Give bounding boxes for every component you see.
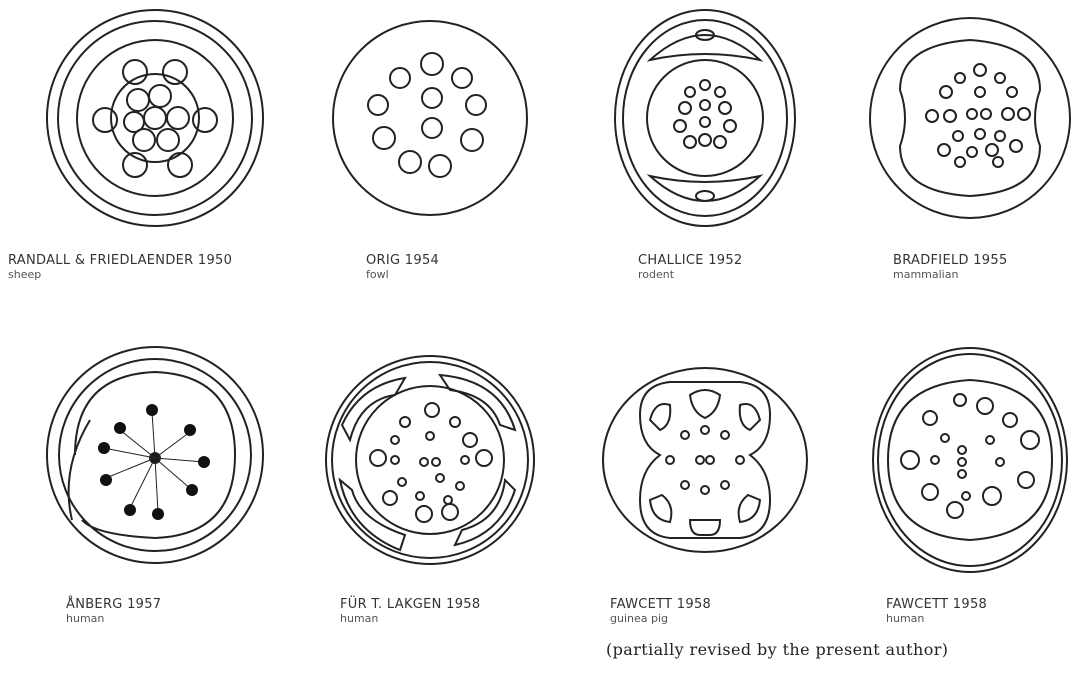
caption-species: human bbox=[886, 613, 987, 626]
caption-species: guinea pig bbox=[610, 613, 711, 626]
caption-sheep: RANDALL & FRIEDLAENDER 1950 sheep bbox=[8, 254, 232, 282]
caption-species: rodent bbox=[638, 269, 742, 282]
caption-anberg-human: ÅNBERG 1957 human bbox=[66, 598, 161, 626]
diagram-fawcett-human bbox=[873, 348, 1067, 572]
caption-title: RANDALL & FRIEDLAENDER 1950 bbox=[8, 254, 232, 269]
caption-title: ÅNBERG 1957 bbox=[66, 598, 161, 613]
caption-title: ORIG 1954 bbox=[366, 254, 439, 269]
caption-title: FAWCETT 1958 bbox=[610, 598, 711, 613]
caption-rodent: CHALLICE 1952 rodent bbox=[638, 254, 742, 282]
caption-mammalian: BRADFIELD 1955 mammalian bbox=[893, 254, 1008, 282]
caption-fowl: ORIG 1954 fowl bbox=[366, 254, 439, 282]
caption-species: fowl bbox=[366, 269, 439, 282]
diagram-rodent bbox=[615, 10, 795, 226]
caption-species: human bbox=[66, 613, 161, 626]
caption-title: CHALLICE 1952 bbox=[638, 254, 742, 269]
diagram-lakgen-human bbox=[326, 356, 534, 564]
caption-guinea-pig: FAWCETT 1958 guinea pig bbox=[610, 598, 711, 626]
caption-title: FÜR T. LAKGEN 1958 bbox=[340, 598, 480, 613]
diagram-guinea-pig bbox=[603, 368, 807, 552]
diagram-fowl bbox=[333, 21, 527, 215]
caption-species: mammalian bbox=[893, 269, 1008, 282]
diagram-sheep bbox=[47, 10, 263, 226]
caption-lakgen-human: FÜR T. LAKGEN 1958 human bbox=[340, 598, 480, 626]
caption-fawcett-human: FAWCETT 1958 human bbox=[886, 598, 987, 626]
caption-species: sheep bbox=[8, 269, 232, 282]
revision-note: (partially revised by the present author… bbox=[606, 640, 948, 659]
diagram-mammalian bbox=[870, 18, 1070, 218]
caption-species: human bbox=[340, 613, 480, 626]
diagram-anberg-human bbox=[47, 347, 263, 563]
caption-title: FAWCETT 1958 bbox=[886, 598, 987, 613]
caption-title: BRADFIELD 1955 bbox=[893, 254, 1008, 269]
